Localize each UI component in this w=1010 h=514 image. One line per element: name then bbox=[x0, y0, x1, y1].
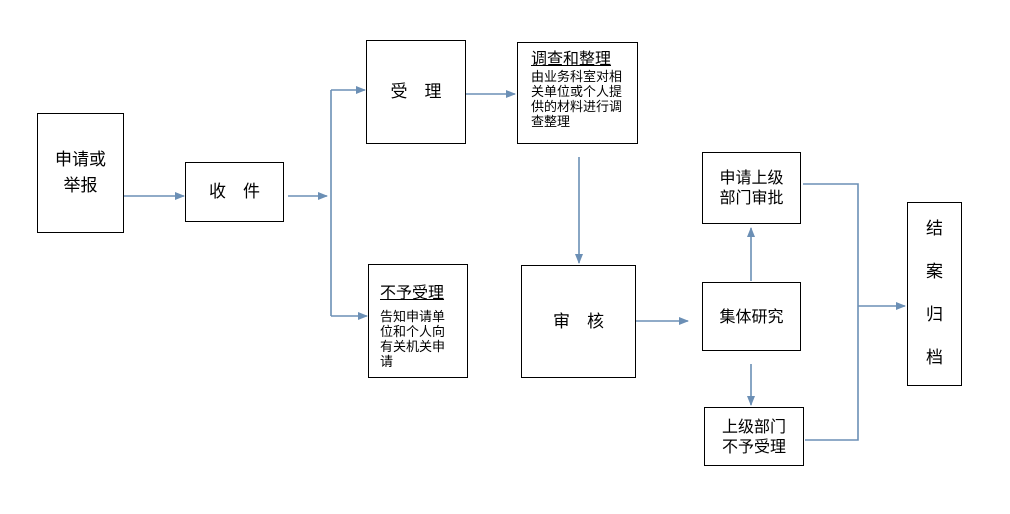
node-accept-label: 受 理 bbox=[390, 82, 442, 102]
node-not-accept-desc-line3: 有关机关申 bbox=[380, 340, 446, 355]
node-superior-reject-line2: 不予受理 bbox=[721, 436, 786, 456]
node-investigate-desc-line2: 关单位或个人提 bbox=[531, 85, 623, 100]
node-investigate-desc-line3: 供的材料进行调 bbox=[531, 100, 623, 115]
node-receive: 收 件 bbox=[185, 162, 284, 222]
node-close-archive-char3: 归 bbox=[926, 305, 943, 325]
node-collective-study: 集体研究 bbox=[702, 282, 801, 351]
node-not-accept-desc-line4: 请 bbox=[380, 355, 394, 370]
node-investigate-desc-line1: 由业务科室对相 bbox=[531, 70, 623, 85]
node-apply-report-line2: 举报 bbox=[63, 176, 98, 196]
node-collective-study-label: 集体研究 bbox=[719, 306, 784, 326]
node-close-archive-char2: 案 bbox=[926, 262, 943, 282]
node-close-archive-char1: 结 bbox=[926, 219, 943, 239]
node-close-archive-char4: 档 bbox=[926, 348, 943, 368]
node-apply-superior: 申请上级 部门审批 bbox=[702, 152, 801, 224]
node-receive-label: 收 件 bbox=[209, 182, 260, 202]
node-not-accept-desc-line1: 告知申请单 bbox=[380, 310, 446, 325]
node-investigate-title: 调查和整理 bbox=[531, 49, 612, 68]
line-apply-superior-to-merge bbox=[803, 183, 859, 306]
node-superior-reject: 上级部门 不予受理 bbox=[704, 407, 804, 466]
node-investigate: 调查和整理 由业务科室对相 关单位或个人提 供的材料进行调 查整理 bbox=[517, 42, 638, 144]
node-not-accept: 不予受理 告知申请单 位和个人向 有关机关申 请 bbox=[368, 264, 468, 378]
line-superior-reject-to-merge bbox=[805, 306, 859, 441]
node-apply-superior-line1: 申请上级 bbox=[719, 168, 784, 187]
node-apply-report-line1: 申请或 bbox=[55, 150, 106, 170]
node-review: 审 核 bbox=[521, 265, 636, 378]
node-accept: 受 理 bbox=[366, 40, 466, 144]
node-apply-superior-line2: 部门审批 bbox=[719, 188, 784, 207]
node-superior-reject-line1: 上级部门 bbox=[721, 416, 786, 436]
node-review-label: 审 核 bbox=[553, 311, 604, 332]
node-close-archive: 结 案 归 档 bbox=[907, 202, 962, 386]
node-not-accept-title: 不予受理 bbox=[380, 283, 445, 302]
node-not-accept-desc-line2: 位和个人向 bbox=[380, 325, 446, 340]
node-apply-report: 申请或 举报 bbox=[37, 113, 124, 233]
node-investigate-desc-line4: 查整理 bbox=[531, 115, 571, 130]
